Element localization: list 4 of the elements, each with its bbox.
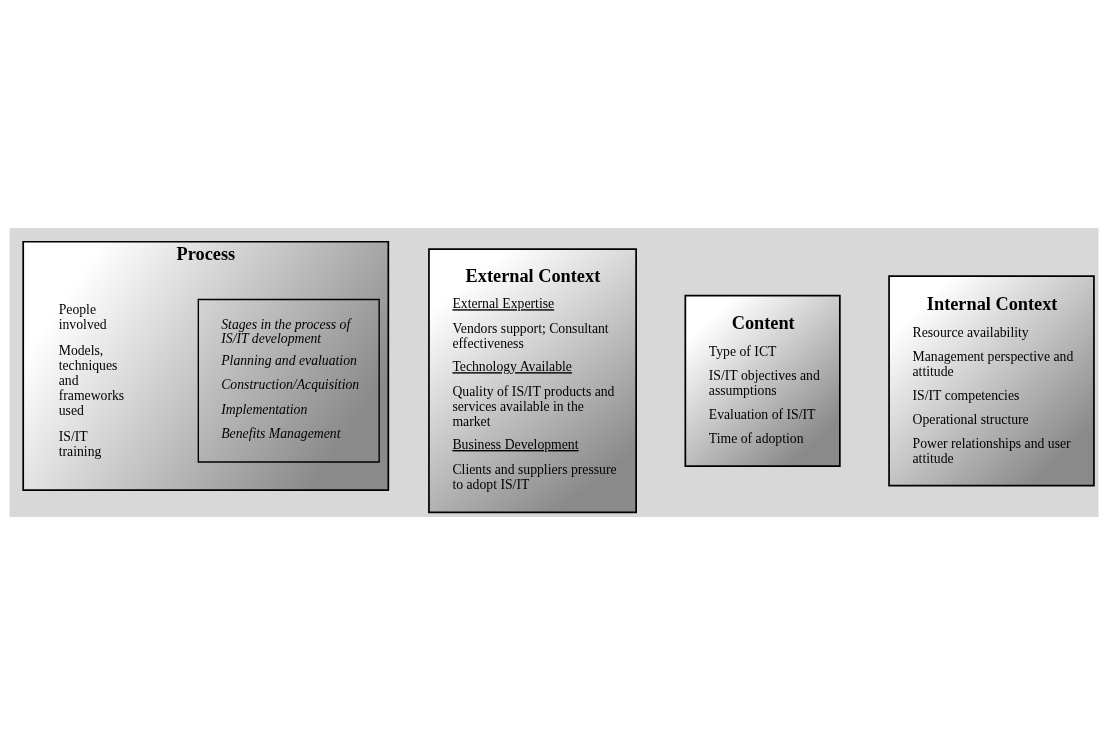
- node-box: Content Type of ICT IS/IT objectives and assumptions Evaluation of IS/IT Time of adoption: [684, 294, 841, 467]
- node-box: Internal Context Resource availability Management perspective and attitude IS/IT competencies Operational structure Power relationships and user attitude: [888, 274, 1095, 486]
- node-box: External Context External Expertise Vendors support; Consultant effectiveness Technology Available Quality of IS/IT products and services available in the market Business Development Clients and suppliers pressure to adopt IS/IT: [428, 247, 637, 513]
- node-box: Stages in the process of IS/IT development Planning and evaluation Construction/Acquisition Implementation Benefits Management: [197, 298, 380, 463]
